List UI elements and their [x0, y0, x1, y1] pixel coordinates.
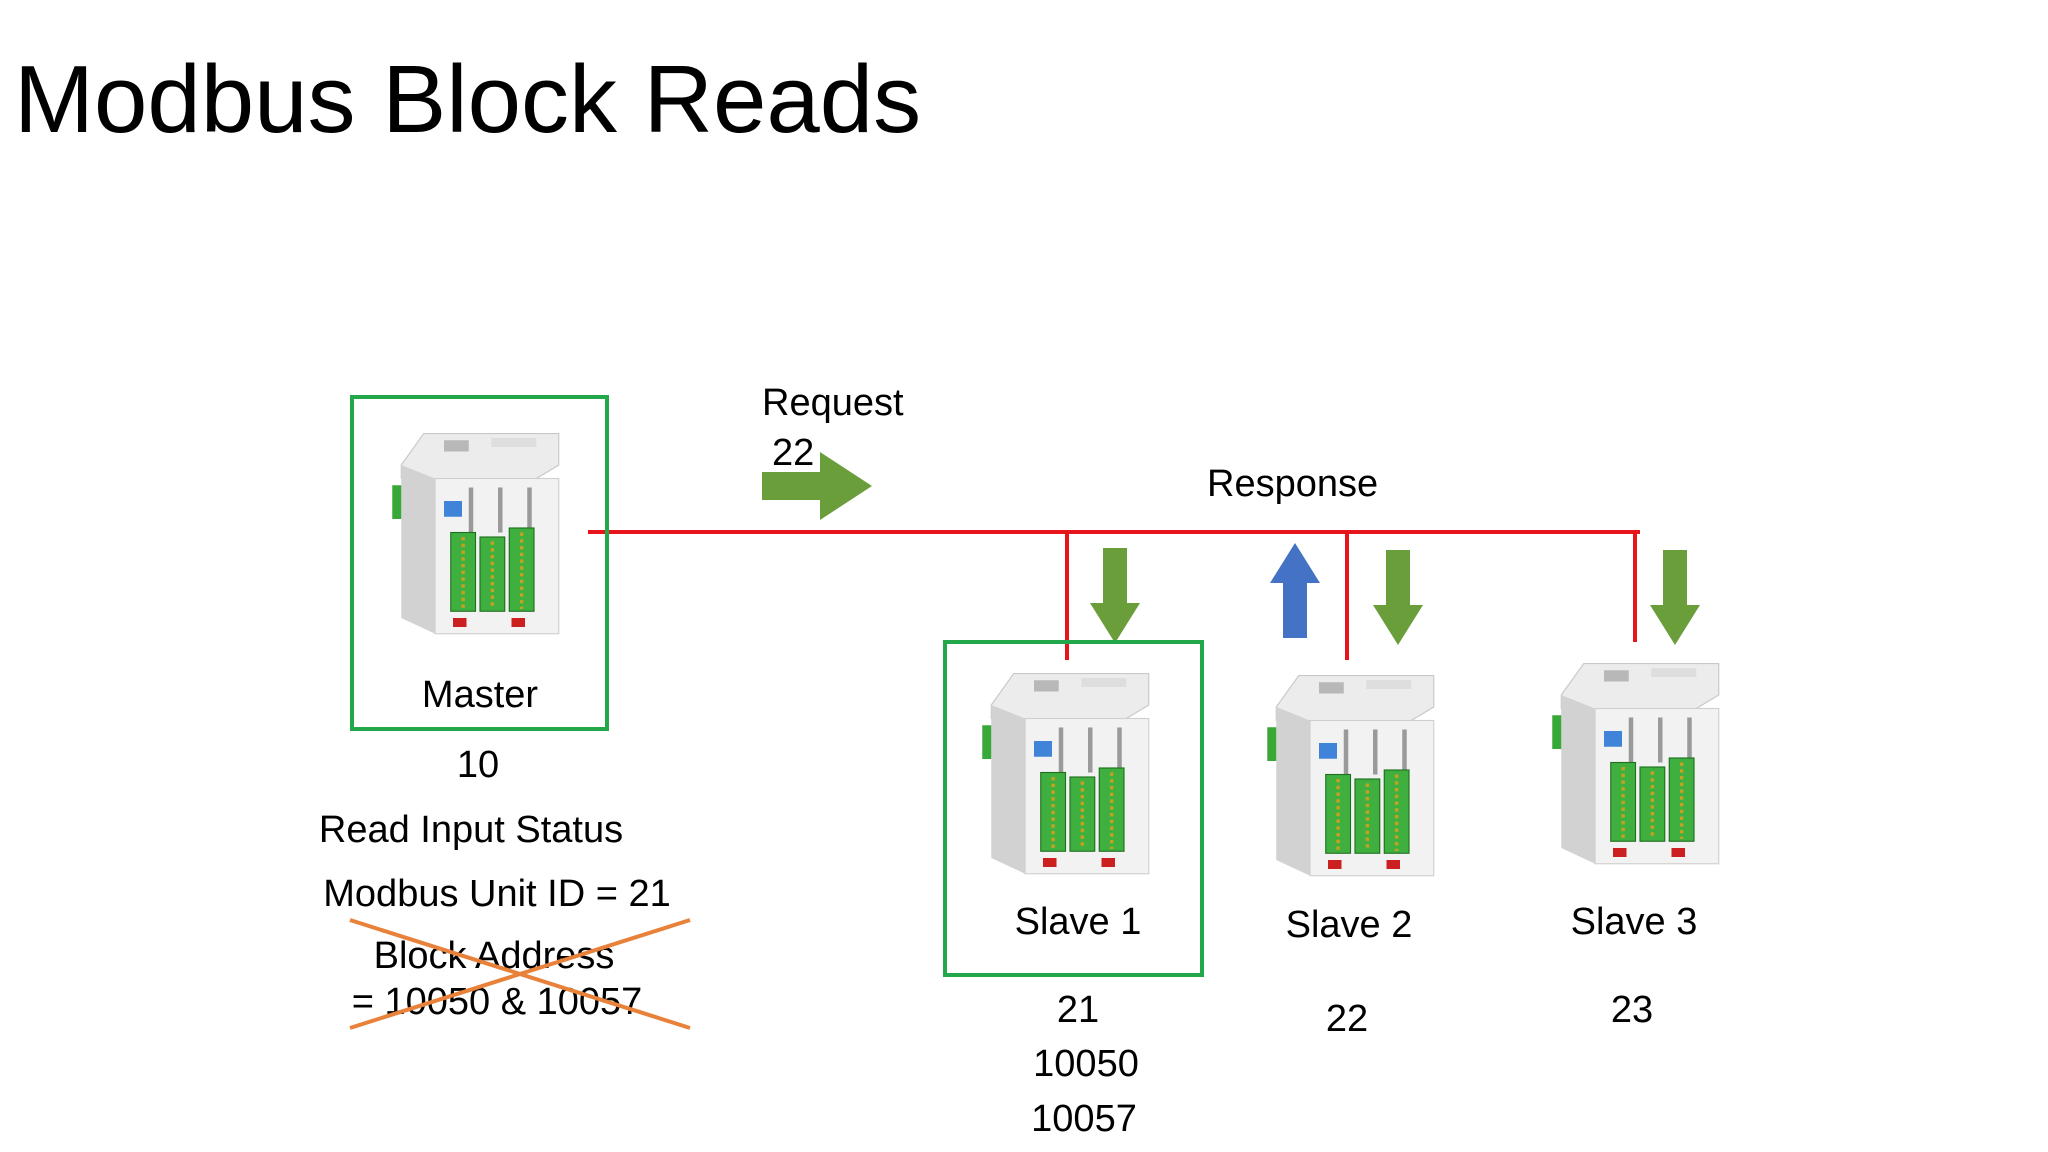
slave-3-plc-icon: [1545, 650, 1735, 875]
slave-2-plc-icon: [1260, 662, 1450, 887]
request-label: Request: [762, 382, 904, 424]
slave-3-label: Slave 3: [1570, 901, 1698, 943]
master-label: Master: [421, 674, 539, 716]
master-unit-id: Modbus Unit ID = 21: [323, 873, 671, 915]
response-label: Response: [1207, 463, 1379, 505]
slave-3-down-arrow-icon: [1650, 550, 1700, 645]
bus-drop-slave-2: [1345, 530, 1349, 660]
slave-2-down-arrow-icon: [1373, 550, 1423, 645]
slave-2-id: 22: [1325, 998, 1369, 1040]
request-arrow-right-icon: [762, 452, 872, 520]
master-plc-icon: [385, 420, 575, 645]
slave-1-label: Slave 1: [1014, 901, 1142, 943]
master-box: [350, 395, 609, 731]
slave-2-up-arrow-icon: [1270, 543, 1320, 638]
master-block-address-line2: = 10050 & 10057: [351, 981, 643, 1023]
master-id: 10: [456, 744, 500, 786]
strike-cross: [349, 918, 691, 1030]
slave-1-addr-2: 10057: [1031, 1098, 1137, 1140]
slave-2-label: Slave 2: [1285, 904, 1413, 946]
slave-1-addr-1: 10050: [1033, 1043, 1139, 1085]
master-function: Read Input Status: [318, 809, 624, 851]
request-value: 22: [772, 432, 815, 474]
slave-1-plc-icon: [975, 660, 1165, 885]
page-title: Modbus Block Reads: [14, 46, 922, 153]
bus-drop-slave-1: [1065, 530, 1069, 660]
bus-drop-slave-3: [1633, 530, 1637, 642]
slave-3-id: 23: [1610, 989, 1654, 1031]
slave-1-down-arrow-icon: [1090, 548, 1140, 643]
bus-main-line: [588, 530, 1640, 534]
slave-1-box: [943, 640, 1204, 977]
slave-1-id: 21: [1056, 989, 1100, 1031]
